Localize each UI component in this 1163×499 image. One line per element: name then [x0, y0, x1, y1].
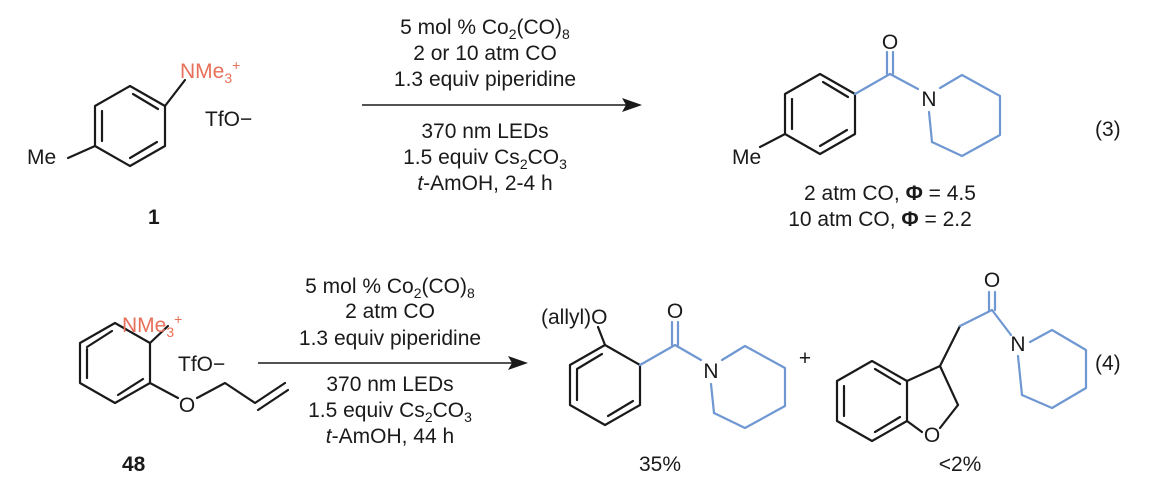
- conditions-3-base: 1.5 equiv Cs2CO3: [403, 146, 567, 172]
- product-4a-structure: [568, 320, 787, 430]
- conditions-4-amine: 1.3 equiv piperidine: [299, 327, 481, 350]
- equation-number-3: (3): [1095, 118, 1121, 141]
- substrate-1-ammonium: NMe3+: [180, 57, 240, 86]
- substrate-48-structure: [78, 321, 290, 412]
- conditions-4-base: 1.5 equiv Cs2CO3: [308, 399, 472, 425]
- conditions-3-catalyst: 5 mol % Co2(CO)8: [400, 16, 570, 42]
- substrate-1-methyl: Me: [27, 146, 56, 169]
- reaction-4: NMe3+ TfO− O 48 5 mol % Co2(CO)8 2 atm C…: [78, 269, 1121, 476]
- compound-label-48: 48: [122, 453, 146, 476]
- conditions-4-solvent-time: t-AmOH, 44 h: [326, 425, 454, 448]
- conditions-4-co-pressure: 2 atm CO: [345, 300, 435, 323]
- reaction-arrow-3-head: [622, 98, 642, 112]
- conditions-3-amine: 1.3 equiv piperidine: [394, 68, 576, 91]
- product-4b-ring-oxygen: O: [924, 424, 940, 447]
- product-4a-yield: 35%: [639, 453, 681, 476]
- reaction-3: NMe3+ TfO− Me 1 5 mol % Co2(CO)8 2 or 10…: [27, 16, 1121, 231]
- compound-label-1: 1: [148, 206, 160, 229]
- product-4b-carbonyl-oxygen: O: [984, 269, 1000, 292]
- plus-sign: +: [799, 347, 811, 370]
- conditions-3-light: 370 nm LEDs: [421, 120, 548, 143]
- product-3-structure: [758, 50, 1002, 158]
- product-4a-allyloxy: (allyl)O: [541, 306, 608, 329]
- substrate-48-counterion: TfO−: [178, 353, 225, 376]
- substrate-1-structure: [66, 78, 187, 168]
- product-4b-yield: <2%: [939, 453, 982, 476]
- product-3-nitrogen: N: [921, 88, 936, 111]
- product-3-carbonyl-oxygen: O: [882, 31, 898, 54]
- result-3-10atm: 10 atm CO, Φ = 2.2: [788, 208, 972, 231]
- result-3-2atm: 2 atm CO, Φ = 4.5: [804, 182, 976, 205]
- product-4a-nitrogen: N: [703, 360, 718, 383]
- substrate-48-ammonium: NMe3+: [122, 311, 182, 340]
- reaction-arrow-4-head: [508, 356, 528, 370]
- product-4b-structure: [835, 290, 1088, 443]
- substrate-48-ether-oxygen: O: [179, 394, 195, 417]
- conditions-3: 5 mol % Co2(CO)8 2 or 10 atm CO 1.3 equi…: [362, 16, 642, 195]
- equation-number-4: (4): [1095, 352, 1121, 375]
- product-4b-nitrogen: N: [1010, 333, 1025, 356]
- conditions-4-light: 370 nm LEDs: [326, 373, 453, 396]
- substrate-1-counterion: TfO−: [205, 108, 252, 131]
- product-3-methyl: Me: [732, 146, 761, 169]
- conditions-4: 5 mol % Co2(CO)8 2 atm CO 1.3 equiv pipe…: [258, 275, 528, 448]
- conditions-3-co-pressure: 2 or 10 atm CO: [413, 42, 557, 65]
- product-4a-carbonyl-oxygen: O: [667, 300, 683, 323]
- conditions-3-solvent-time: t-AmOH, 2-4 h: [417, 172, 552, 195]
- conditions-4-catalyst: 5 mol % Co2(CO)8: [305, 275, 475, 301]
